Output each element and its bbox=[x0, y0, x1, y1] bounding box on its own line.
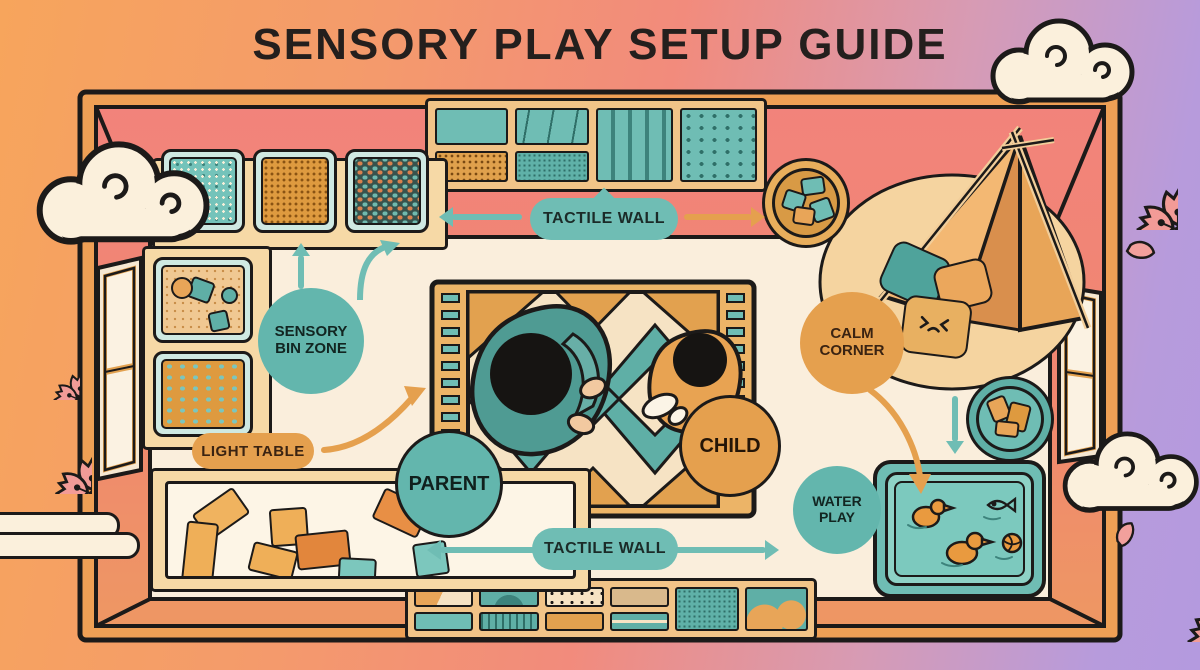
sensory-bin-beans bbox=[345, 149, 429, 233]
label-parent: PARENT bbox=[395, 430, 503, 538]
left-window bbox=[96, 255, 143, 482]
page-title: SENSORY PLAY SETUP GUIDE bbox=[252, 20, 948, 69]
texture-tile-wave bbox=[744, 587, 808, 631]
arrow-down-water bbox=[946, 396, 964, 454]
rubber-duck-2 bbox=[945, 531, 997, 566]
cherry-blossom-bottom-right bbox=[1142, 556, 1200, 642]
texture-tile-smooth-2 bbox=[414, 611, 474, 631]
texture-tile-bumps bbox=[679, 108, 757, 182]
sand-toy-cup bbox=[207, 309, 231, 333]
cloud-right bbox=[1050, 422, 1200, 527]
sand-toy-circle bbox=[171, 277, 193, 299]
light-block-orange-6 bbox=[247, 540, 299, 576]
light-block-orange-2 bbox=[180, 520, 220, 576]
label-water-play: WATER PLAY bbox=[793, 466, 881, 554]
arrow-right-tactile-top bbox=[684, 207, 765, 227]
tactile-wall-top-panel bbox=[425, 98, 767, 192]
cherry-blossom-left-small bbox=[24, 344, 80, 400]
texture-tile-pleated bbox=[595, 108, 673, 182]
bin-toy-orange-3 bbox=[994, 419, 1020, 439]
label-light-table: LIGHT TABLE bbox=[192, 433, 314, 469]
texture-tile-wavy bbox=[515, 108, 589, 145]
texture-tile-fuzzy-2 bbox=[675, 587, 739, 631]
arrow-up-sensory-1 bbox=[292, 243, 310, 289]
cloud-left bbox=[6, 136, 251, 256]
toy-bin-round bbox=[966, 376, 1054, 462]
texture-tile-smooth bbox=[435, 108, 509, 145]
arrow-up-sensory-2 bbox=[357, 240, 400, 300]
cherry-blossom-left-large bbox=[14, 416, 92, 494]
water-toys bbox=[907, 496, 1023, 568]
soft-block-basket bbox=[762, 158, 850, 248]
texture-tile-fuzzy bbox=[515, 150, 589, 182]
toy-fish bbox=[986, 496, 1017, 514]
basket-block-orange-1 bbox=[791, 205, 817, 227]
arrow-calm-to-water bbox=[867, 387, 931, 494]
sand-bin bbox=[153, 257, 253, 343]
label-calm-corner: CALM CORNER bbox=[800, 292, 904, 394]
sensory-bin-grains bbox=[253, 149, 337, 233]
cloud-band-bottom-left-2 bbox=[0, 532, 140, 559]
rubber-duck-1 bbox=[911, 498, 957, 529]
pasta-bin bbox=[153, 351, 253, 437]
wall-bin-shelf bbox=[142, 246, 272, 450]
water-table bbox=[873, 460, 1046, 598]
light-table bbox=[150, 468, 591, 592]
toy-ball bbox=[1001, 532, 1023, 554]
label-tactile-wall-bottom: TACTILE WALL bbox=[532, 528, 678, 570]
angry-face-pillow bbox=[898, 294, 974, 360]
cherry-blossom-top-right bbox=[1090, 142, 1178, 230]
sand-toy-dot bbox=[221, 287, 238, 304]
texture-tile-stripes bbox=[609, 611, 670, 631]
arrow-light-table-to-rug bbox=[321, 386, 426, 453]
label-sensory-bin-zone: SENSORY BIN ZONE bbox=[258, 288, 364, 394]
texture-tile-orange bbox=[544, 611, 604, 631]
parent-figure bbox=[469, 304, 613, 457]
texture-tile-tan bbox=[609, 587, 670, 607]
label-tactile-wall-top: TACTILE WALL bbox=[530, 198, 678, 240]
texture-tile-hatch bbox=[479, 611, 539, 631]
light-block-teal-1 bbox=[337, 557, 377, 576]
angry-face bbox=[919, 315, 950, 333]
arrow-left-tactile-top bbox=[439, 207, 522, 227]
label-child: CHILD bbox=[679, 395, 781, 497]
